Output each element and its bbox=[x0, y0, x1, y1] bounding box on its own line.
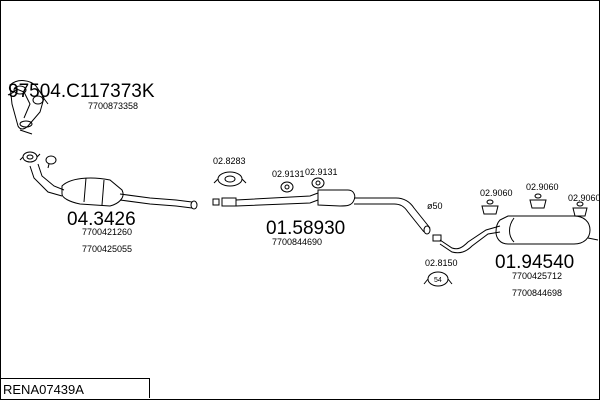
hanger-e-code: 02.9060 bbox=[568, 193, 600, 203]
rear-silencer-oe-number-1: 7700425712 bbox=[512, 271, 563, 281]
hanger-e-drawing bbox=[572, 201, 588, 217]
middle-silencer-oe-number: 7700844690 bbox=[272, 237, 323, 247]
clamp-front-drawing bbox=[213, 171, 247, 187]
clamp-rear-badge: 54 bbox=[434, 277, 442, 284]
clamp-rear-drawing bbox=[423, 271, 453, 287]
reference-code: RENA07439A bbox=[0, 378, 150, 398]
catalyst-code: 04.3426 bbox=[67, 209, 136, 230]
rear-silencer-drawing bbox=[495, 215, 599, 245]
hanger-a-code: 02.9131 bbox=[272, 169, 305, 179]
catalyst-oe-number-2: 7700425055 bbox=[82, 244, 133, 254]
hanger-a-drawing bbox=[280, 181, 294, 193]
manifold-drawing bbox=[7, 80, 49, 135]
gasket-drawing bbox=[19, 151, 57, 169]
catalyst-drawing bbox=[29, 163, 198, 210]
rear-silencer-code: 01.94540 bbox=[495, 252, 575, 273]
clamp-rear-code: 02.8150 bbox=[425, 258, 458, 268]
manifold-code: 97504.C117373K bbox=[8, 81, 155, 102]
manifold-oe-number: 7700873358 bbox=[88, 101, 139, 111]
hanger-c-drawing bbox=[481, 199, 499, 215]
rear-pipe-drawing bbox=[432, 225, 501, 254]
hanger-d-code: 02.9060 bbox=[526, 182, 559, 192]
hanger-c-code: 02.9060 bbox=[480, 188, 513, 198]
catalyst-oe-number-1: 7700421260 bbox=[82, 227, 133, 237]
hanger-b-drawing bbox=[311, 177, 325, 189]
hanger-b-code: 02.9131 bbox=[305, 167, 338, 177]
middle-silencer-code: 01.58930 bbox=[266, 218, 346, 239]
rear-silencer-oe-number-2: 7700844698 bbox=[512, 288, 563, 298]
hanger-d-drawing bbox=[529, 193, 547, 209]
pipe-diameter-label: ø50 bbox=[427, 201, 443, 211]
middle-silencer-drawing bbox=[235, 189, 431, 235]
clamp-front-code: 02.8283 bbox=[213, 156, 246, 166]
